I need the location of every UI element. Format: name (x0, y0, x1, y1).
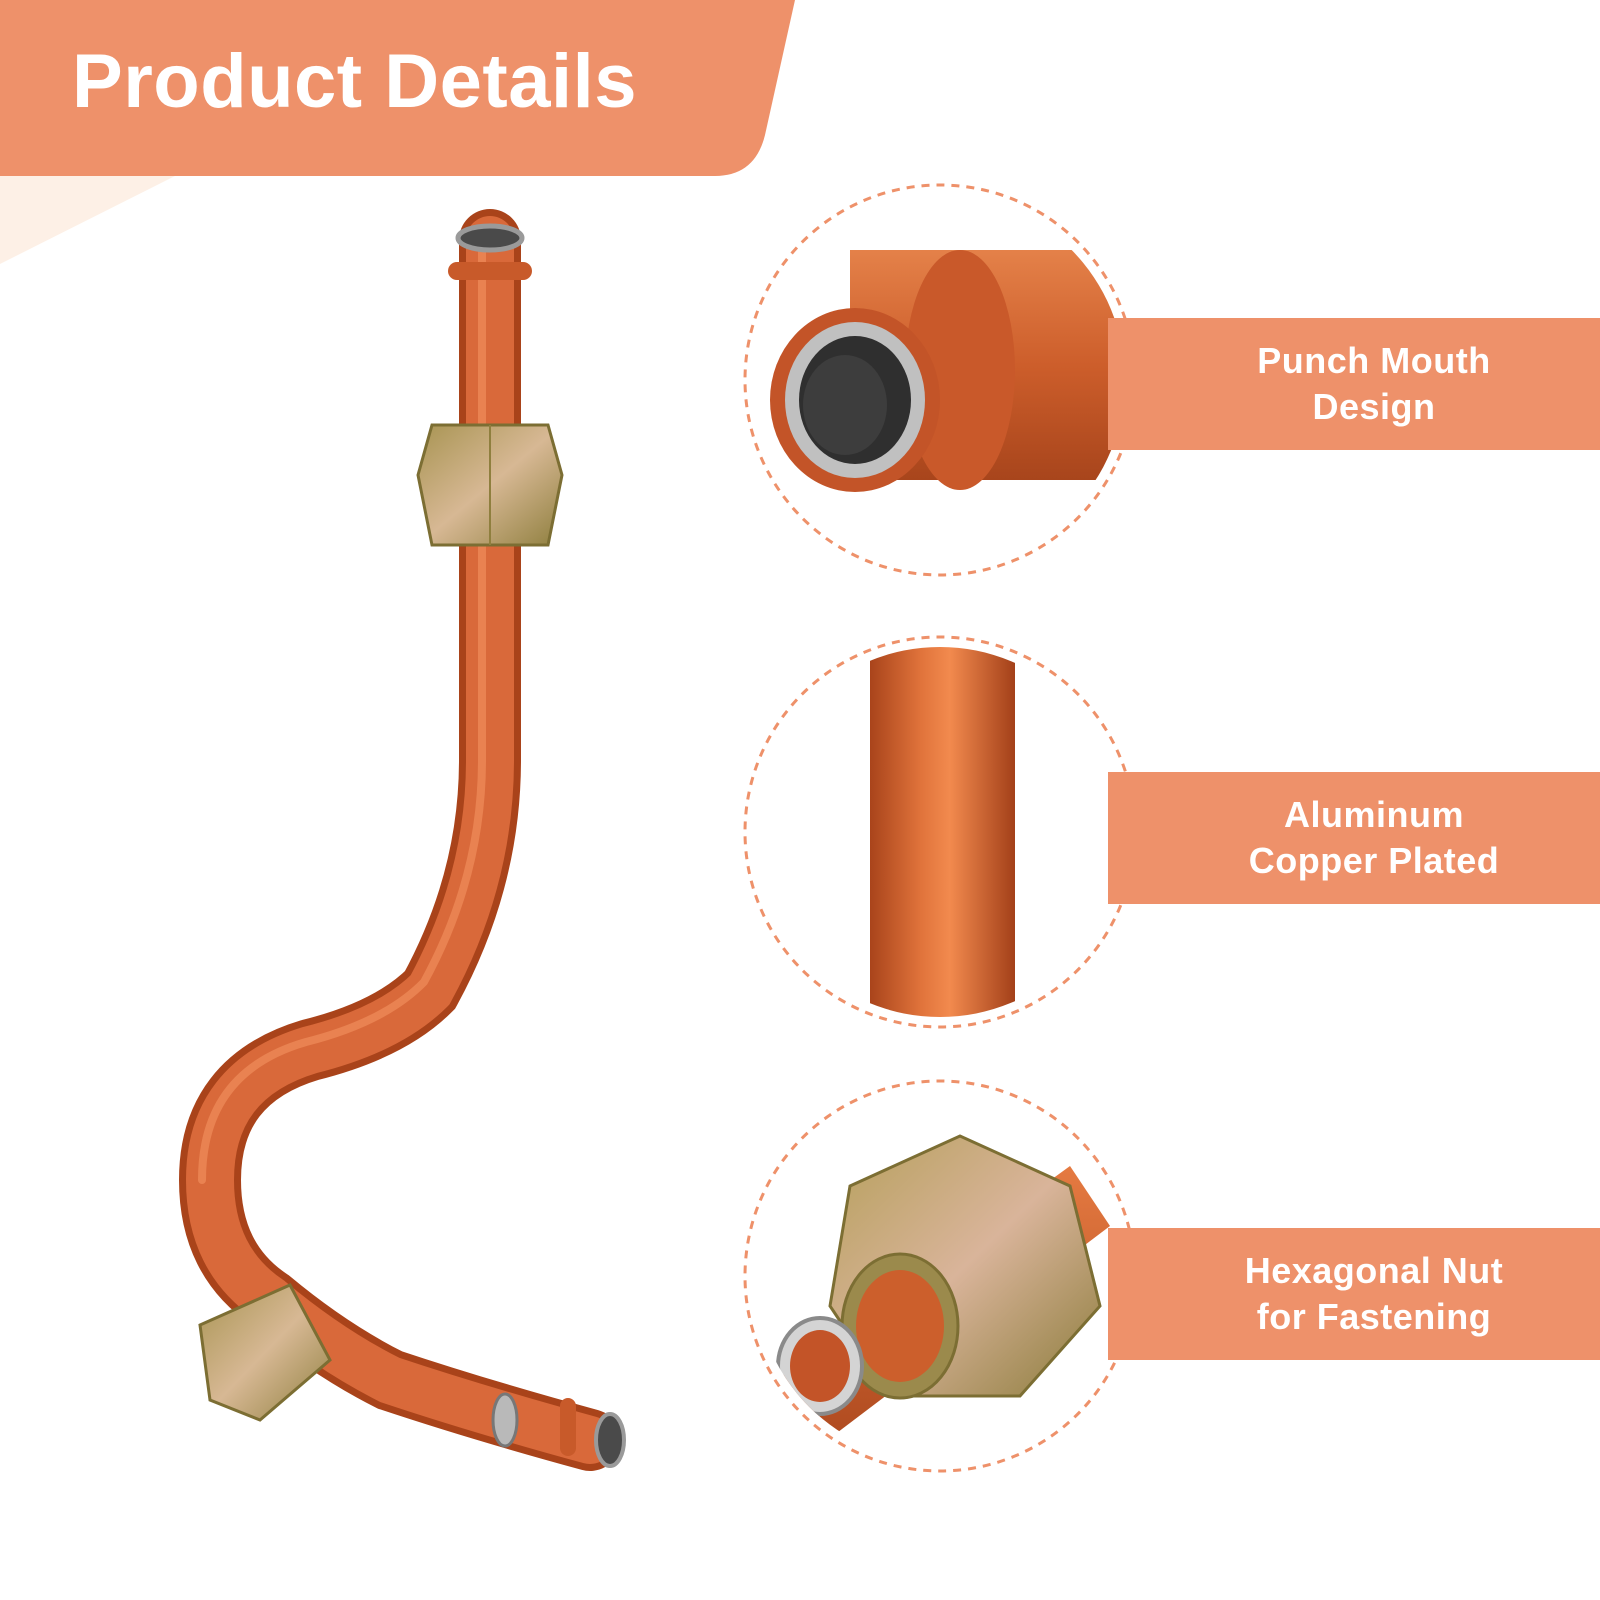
copper-pipe-icon (178, 209, 626, 1471)
header-banner: Product Details (0, 0, 800, 176)
aluminum-tube-closeup-icon (743, 635, 1137, 1029)
feature-circle-hex-nut (740, 1076, 1140, 1476)
feature-label-line1: Hexagonal Nut (1244, 1250, 1504, 1291)
hex-nut-closeup-icon (743, 1079, 1137, 1473)
feature-label-line2: Copper Plated (1248, 840, 1500, 881)
feature-label-line1: Aluminum (1284, 794, 1464, 835)
feature-label-line2: for Fastening (1256, 1296, 1492, 1337)
product-image (170, 200, 690, 1590)
feature-label-aluminum: Aluminum Copper Plated (1108, 772, 1600, 904)
feature-circle-aluminum (740, 632, 1140, 1032)
header-accent-triangle (0, 176, 175, 264)
feature-label-line1: Punch Mouth (1257, 340, 1491, 381)
feature-circle-punch-mouth (740, 180, 1140, 580)
header-shape (0, 0, 795, 176)
punch-mouth-closeup-icon (743, 183, 1137, 577)
page-title: Product Details (72, 39, 637, 124)
feature-label-punch-mouth: Punch Mouth Design (1108, 318, 1600, 450)
feature-label-line2: Design (1312, 386, 1436, 427)
feature-label-hex-nut: Hexagonal Nut for Fastening (1108, 1228, 1600, 1360)
